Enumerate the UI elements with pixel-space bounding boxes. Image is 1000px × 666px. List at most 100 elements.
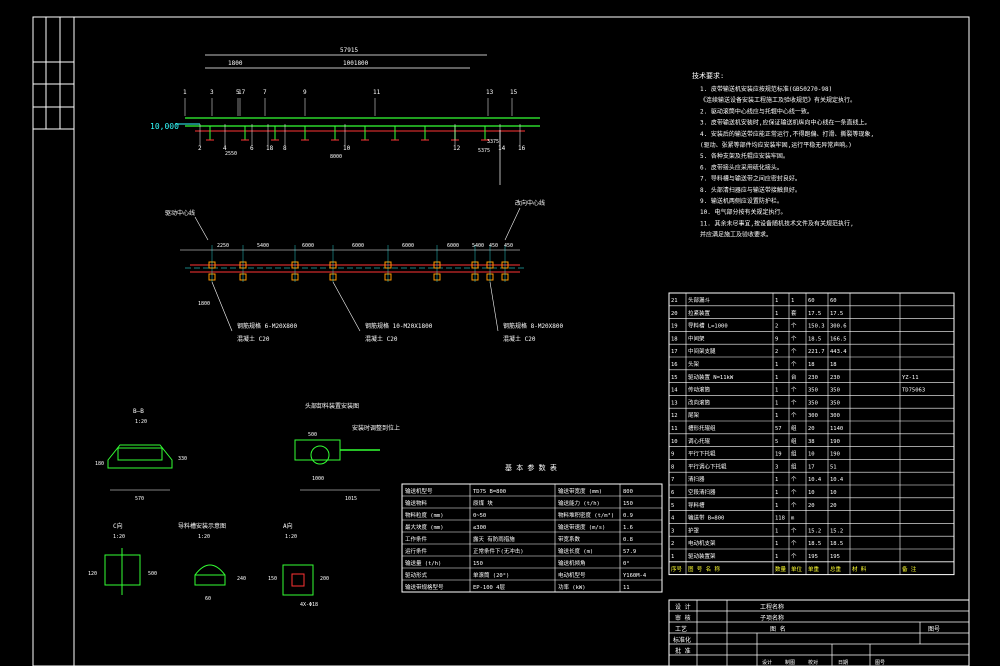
- section-detail: 头部卸料装置安装图 安装时调整到位上 500 1000 1015: [294, 402, 400, 502]
- parts-cell: 尾架: [688, 412, 700, 419]
- parts-cell: 3: [775, 464, 778, 470]
- params-cell: 最大块度 (mm): [405, 523, 444, 531]
- dim-lower-d: 3375: [487, 139, 499, 145]
- c-dim-1: 500: [148, 571, 157, 577]
- parts-cell: 个: [791, 335, 797, 342]
- binding-strip-lines: [33, 17, 74, 129]
- parts-cell: 443.4: [830, 349, 847, 355]
- plan-dim: 6000: [302, 243, 314, 249]
- section-c: C向 1:20 120 500: [88, 522, 157, 595]
- params-cell: Y160M-4: [623, 573, 647, 579]
- parts-cell: 195: [830, 554, 840, 560]
- c-dim-0: 120: [88, 571, 97, 577]
- parts-cell: 1: [775, 375, 778, 381]
- parts-cell: 15.2: [808, 528, 821, 534]
- parts-cell: 1: [775, 490, 778, 496]
- plan-left-label: 驱动中心线: [165, 209, 195, 217]
- detail-dim-0: 500: [308, 432, 317, 438]
- parts-cell: 38: [808, 439, 815, 445]
- plan-dim: 450: [504, 243, 513, 249]
- d-scale: 1:20: [198, 534, 210, 540]
- parts-cell: 19: [775, 452, 782, 458]
- params-cell: 物料堆积密度 (t/m³): [558, 511, 614, 519]
- parts-cell: 18.5: [808, 336, 821, 342]
- plan-left-leader: [194, 216, 209, 241]
- parts-cell: 2: [671, 541, 674, 547]
- parts-cell: 个: [791, 476, 797, 483]
- parts-cell: 221.7: [808, 349, 825, 355]
- parts-cell: 19: [671, 324, 678, 330]
- parts-cell: 拉紧装置: [688, 309, 711, 317]
- detail-title: 头部卸料装置安装图: [305, 402, 359, 410]
- section-bb-title: B—B: [133, 408, 144, 415]
- parts-header-cell: 材 料: [852, 565, 867, 573]
- detail-dim-2: 1015: [345, 496, 357, 502]
- callout-number: 12: [453, 145, 461, 152]
- parts-cell: 套: [791, 309, 797, 317]
- params-cell: 输送机倾角: [558, 559, 586, 567]
- callout-number: 13: [486, 89, 494, 96]
- parts-header-cell: 数量: [775, 565, 787, 573]
- parts-cell: 118: [775, 516, 785, 522]
- params-cell: 单滚筒 (20°): [473, 571, 509, 579]
- parts-cell: 台: [791, 373, 797, 381]
- parts-cell: 8: [671, 464, 674, 470]
- parts-cell: 中间架: [688, 334, 705, 342]
- plan-note-3a: 钢筋规格 8-M20X800: [503, 322, 564, 330]
- parts-cell: 组: [791, 424, 797, 432]
- params-cell: TD75 B=800: [473, 489, 506, 495]
- parts-cell: 3: [671, 528, 674, 534]
- dim-mid-a: 1800: [228, 60, 243, 67]
- callout-number: 5: [236, 89, 240, 96]
- params-cell: 输送机型号: [405, 487, 433, 495]
- detail-dim-1: 1000: [312, 476, 324, 482]
- parts-cell: 10: [830, 490, 837, 496]
- parts-cell: 驱动装置 N=11kW: [688, 373, 734, 381]
- parts-cell: 1: [775, 541, 778, 547]
- tech-line: 《连续输送设备安装工程施工及验收规范》有关规定执行。: [700, 96, 856, 104]
- detail-note: 安装时调整到位上: [352, 424, 400, 432]
- a-hole: [291, 573, 305, 587]
- detail-hopper: [294, 439, 341, 461]
- parts-cell: 10: [808, 490, 815, 496]
- parts-cell: 1: [775, 503, 778, 509]
- parts-cell: 1: [775, 362, 778, 368]
- callout-number: 14: [498, 145, 506, 152]
- dim-lower-b: 8000: [330, 154, 342, 160]
- callout-number: 11: [373, 89, 381, 96]
- params-cell: 150: [623, 501, 633, 507]
- level-label: 10,000: [150, 122, 179, 131]
- parts-cell: 个: [791, 527, 797, 534]
- parts-cell: 4: [671, 516, 675, 522]
- parts-cell: 5: [775, 439, 778, 445]
- tech-title: 技术要求:: [692, 71, 724, 80]
- parts-cell: 导料槽: [688, 501, 705, 509]
- parts-cell: 调心托辊: [688, 437, 711, 445]
- params-cell: 0.8: [623, 537, 633, 543]
- plan-note-1a: 钢筋规格 6-M20X800: [237, 322, 298, 330]
- tb-bottom-3: 日期: [838, 660, 848, 666]
- bb-dim-0: 570: [135, 496, 144, 502]
- tb-bottom-2: 校对: [808, 659, 818, 666]
- a-title: A向: [283, 522, 293, 530]
- parts-cell: 个: [791, 348, 797, 355]
- parts-header-cell: 备 注: [902, 565, 917, 573]
- parts-cell: 1: [671, 554, 674, 560]
- callout-number: 6: [250, 145, 254, 152]
- params-cell: 1.6: [623, 525, 633, 531]
- parts-cell: 17.5: [830, 311, 843, 317]
- tech-line: 11. 其余未尽事宜,按设备随机技术文件及有关规范执行,: [700, 219, 854, 227]
- parts-cell: 个: [791, 553, 797, 560]
- plan-note-leader-2: [332, 281, 361, 332]
- parts-cell: 1: [775, 477, 778, 483]
- section-bb-scale: 1:20: [135, 419, 147, 425]
- dim-lower-c: 5375: [478, 148, 490, 154]
- plan-dim: 6000: [352, 243, 364, 249]
- callout-number: 8: [283, 145, 287, 152]
- parts-cell: 16: [671, 362, 678, 368]
- parts-cell: 190: [830, 452, 840, 458]
- tb-drawing-name: 图 名: [770, 625, 786, 633]
- c-scale: 1:20: [113, 534, 125, 540]
- a-dim-1: 200: [320, 576, 329, 582]
